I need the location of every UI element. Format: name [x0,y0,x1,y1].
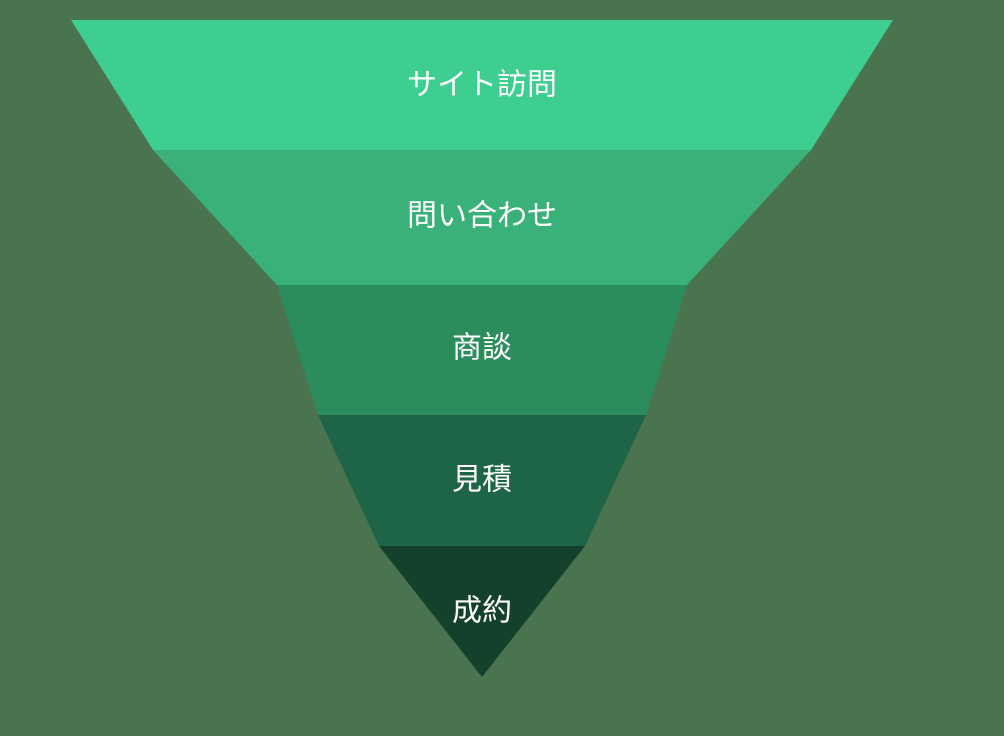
funnel-band-group [71,20,893,677]
funnel-segment-label-5: 成約 [452,594,512,629]
funnel-segment-label-1: サイト訪問 [407,68,557,103]
funnel-segment-3[interactable] [277,285,687,415]
funnel-segment-5[interactable] [379,546,585,677]
funnel-segment-label-2: 問い合わせ [407,199,557,234]
funnel-segment-label-4: 見積 [452,463,512,498]
funnel-segment-4[interactable] [318,415,646,546]
funnel-segment-2[interactable] [153,150,811,285]
funnel-segment-label-3: 商談 [452,331,512,366]
funnel-segment-1[interactable] [71,20,893,150]
